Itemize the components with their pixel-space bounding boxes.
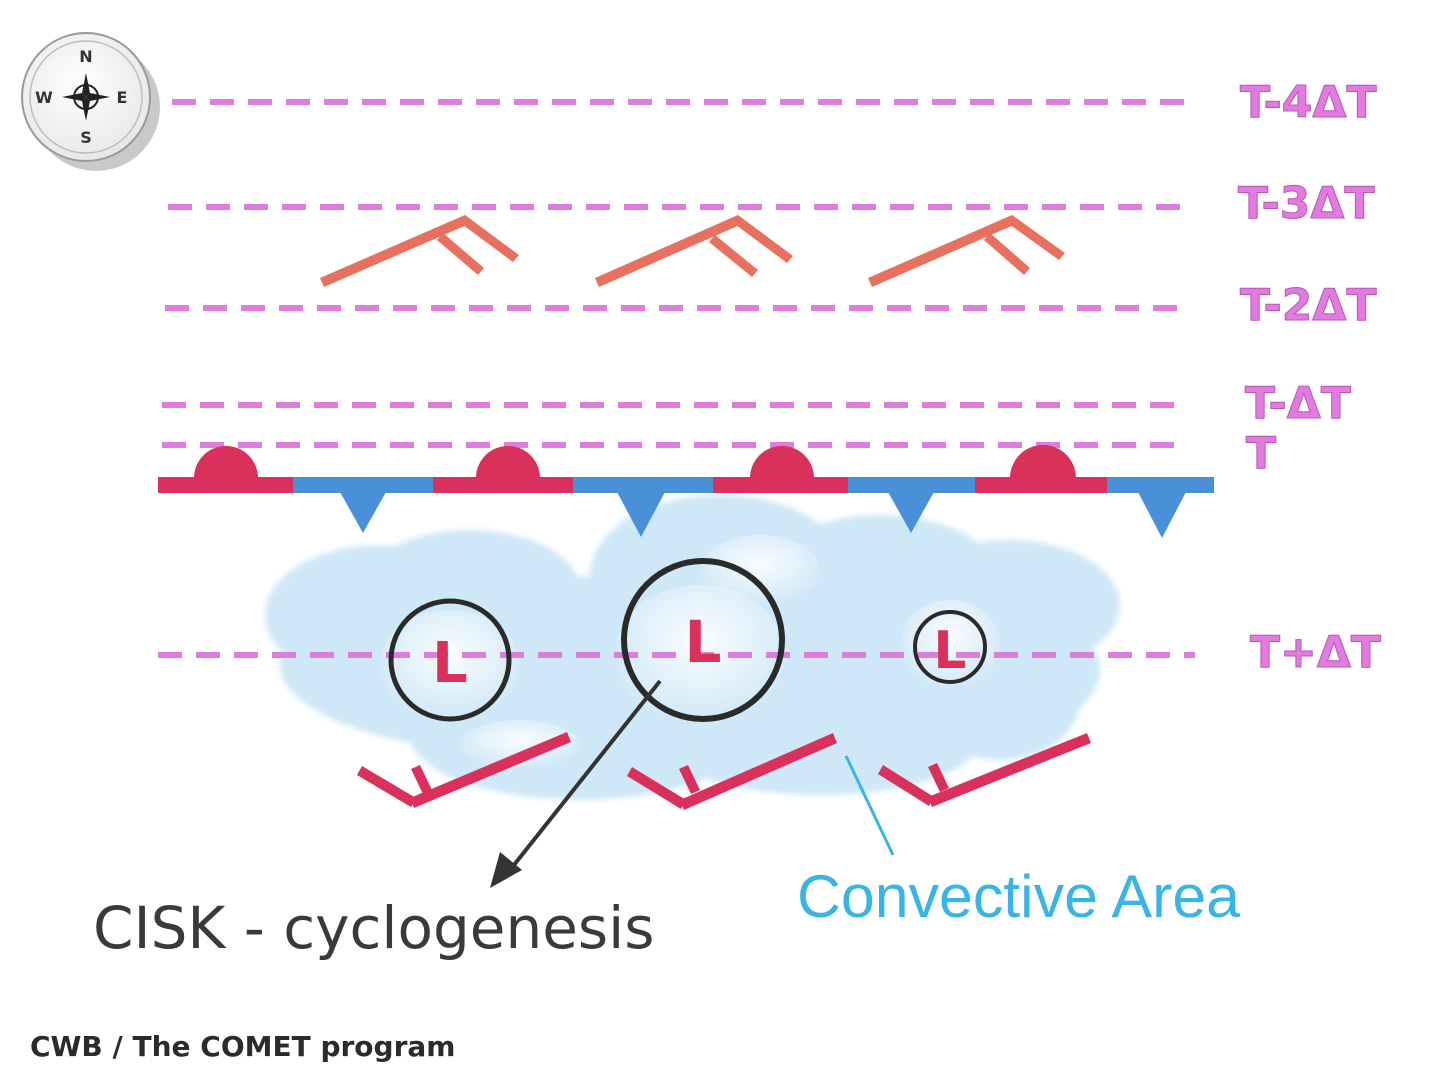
compass-south: S <box>80 128 92 147</box>
low-symbol: L <box>432 631 468 696</box>
convective-pointer <box>844 755 895 856</box>
compass-east: E <box>117 88 128 107</box>
lower-wind-barb <box>878 733 1091 807</box>
time-labels: T-4ΔT T-3ΔT T-2ΔT T-ΔT T T+ΔT <box>1238 77 1382 679</box>
time-label-t-4: T-4ΔT <box>1240 77 1377 128</box>
time-label-t-2: T-2ΔT <box>1240 280 1377 331</box>
cyclogenesis-arrow <box>490 679 662 888</box>
cold-front-teeth <box>340 492 1186 538</box>
lower-wind-barb <box>357 732 571 808</box>
lower-wind-barb <box>627 733 837 810</box>
warm-front-bumps <box>194 445 1076 478</box>
time-label-t+1: T+ΔT <box>1250 627 1381 678</box>
stationary-front <box>158 445 1214 538</box>
compass-west: W <box>35 88 53 107</box>
upper-wind-barb <box>320 215 519 287</box>
upper-wind-barb <box>868 215 1065 287</box>
time-label-t-3: T-3ΔT <box>1238 178 1375 229</box>
upper-wind-barbs <box>320 215 1065 287</box>
time-label-t-1: T-ΔT <box>1245 378 1351 429</box>
low-center-left: L <box>388 598 512 722</box>
compass-icon: N S E W <box>21 32 160 171</box>
low-center-middle: L <box>621 558 785 722</box>
time-lines <box>158 99 1195 658</box>
low-symbol: L <box>685 608 722 676</box>
low-symbol: L <box>933 621 966 681</box>
low-pressure-centers: L L L <box>388 558 987 722</box>
low-center-right: L <box>913 610 987 684</box>
convective-area-label: Convective Area <box>797 863 1241 930</box>
time-label-t: T <box>1246 428 1276 479</box>
cyclogenesis-label: CISK - cyclogenesis <box>93 894 654 962</box>
lower-wind-barbs <box>357 732 1091 810</box>
credit-label: CWB / The COMET program <box>30 1030 455 1063</box>
compass-north: N <box>79 47 92 66</box>
upper-wind-barb <box>595 215 793 287</box>
